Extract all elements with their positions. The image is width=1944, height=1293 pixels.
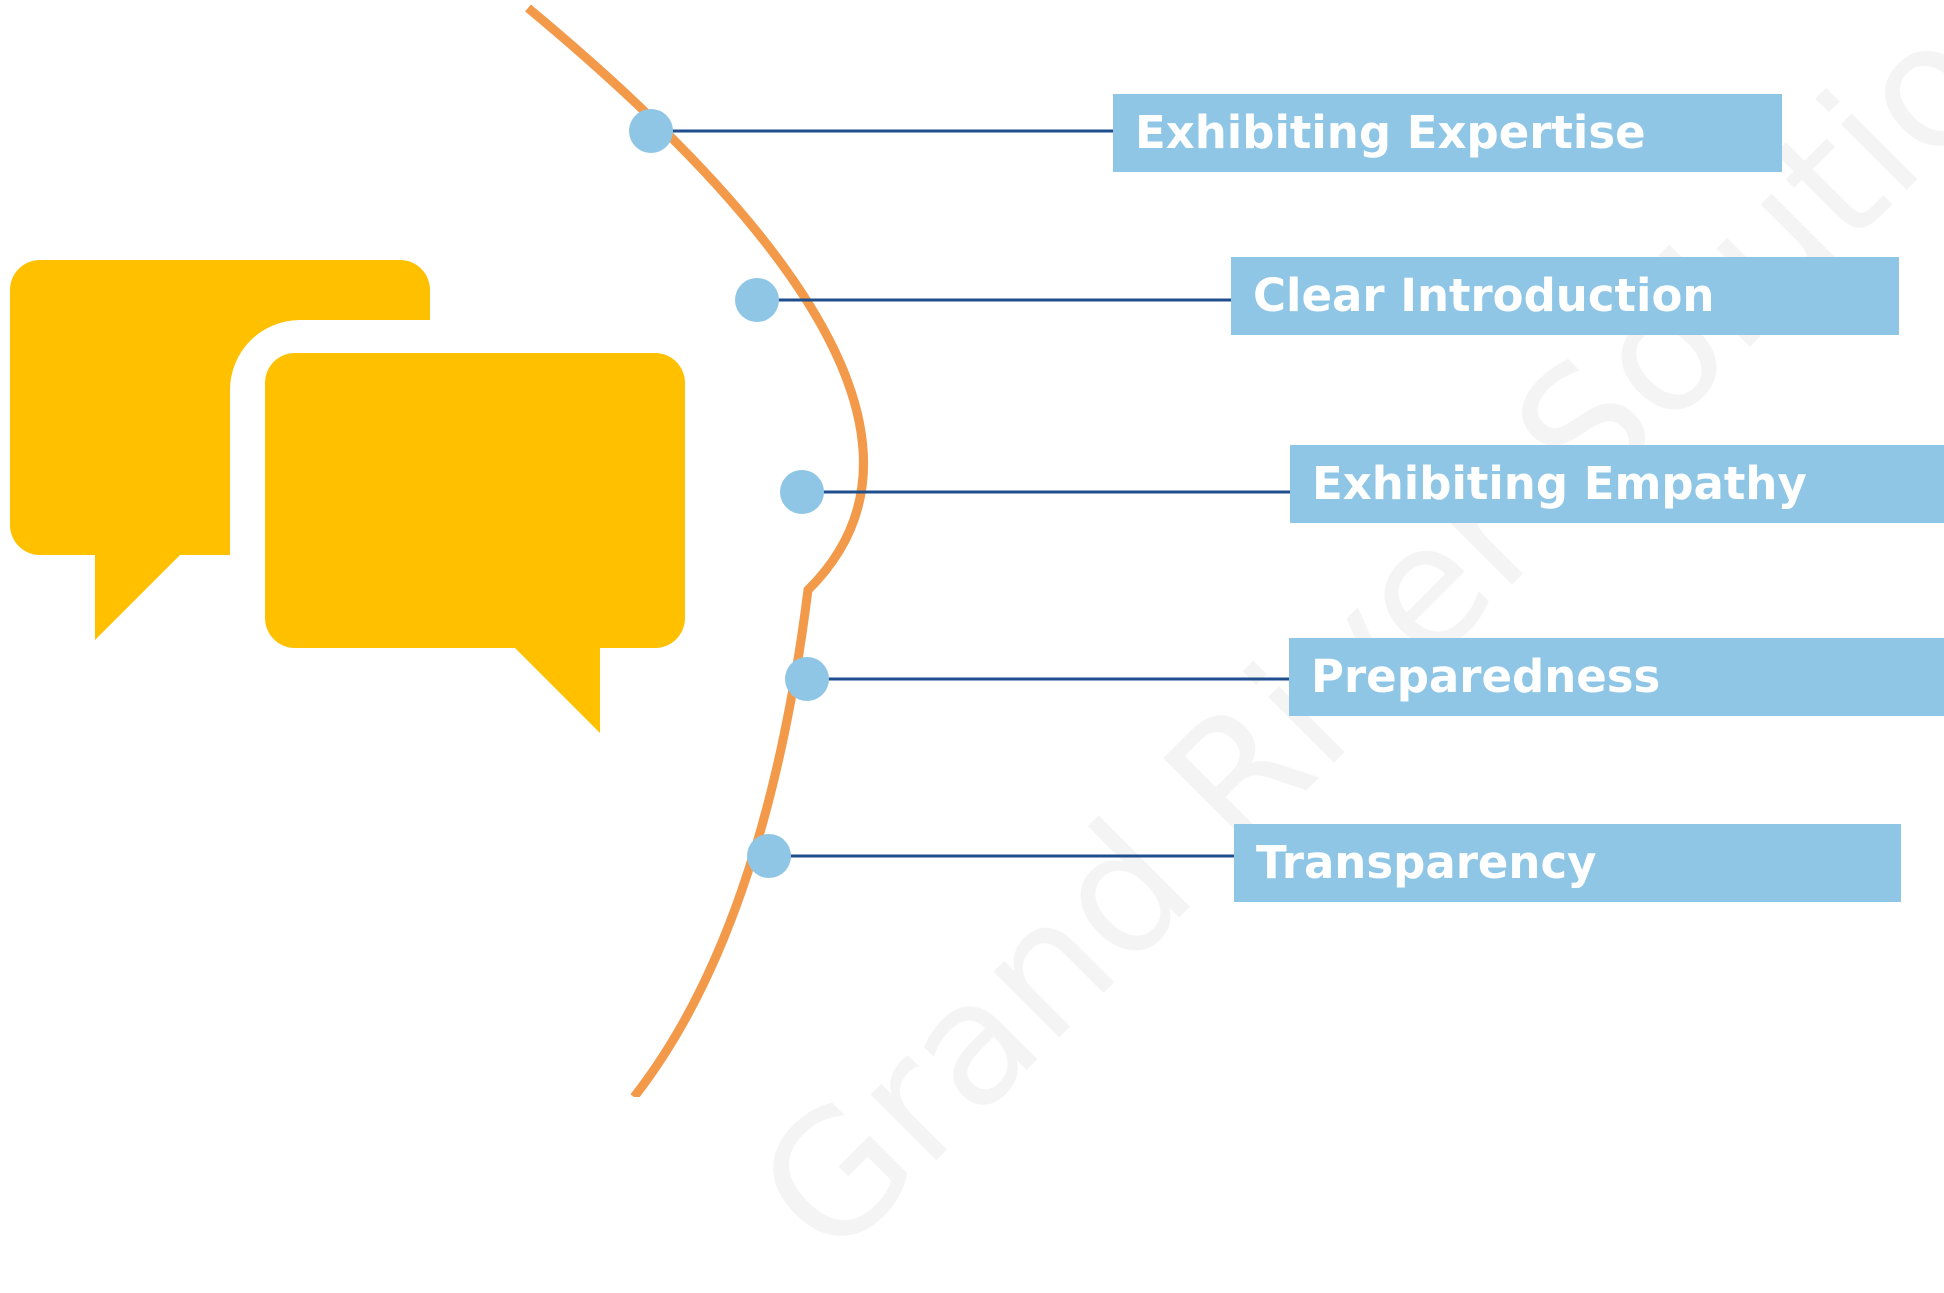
label-exhibiting-expertise: Exhibiting Expertise (1113, 94, 1782, 172)
timeline-arc (525, 4, 868, 1097)
timeline-node (629, 109, 673, 153)
timeline-node (785, 657, 829, 701)
timeline-node (747, 834, 791, 878)
timeline-node (780, 470, 824, 514)
timeline-node (735, 278, 779, 322)
timeline-nodes (629, 109, 829, 878)
speech-bubbles-icon (10, 260, 685, 733)
front-bubble-shape (265, 353, 685, 733)
label-transparency: Transparency (1234, 824, 1901, 902)
label-preparedness: Preparedness (1289, 638, 1944, 716)
connector-lines (651, 129, 1290, 858)
label-exhibiting-empathy: Exhibiting Empathy (1290, 445, 1944, 523)
back-bubble-shape (10, 260, 430, 640)
label-clear-introduction: Clear Introduction (1231, 257, 1899, 335)
diagram-canvas (10, 4, 1290, 1097)
